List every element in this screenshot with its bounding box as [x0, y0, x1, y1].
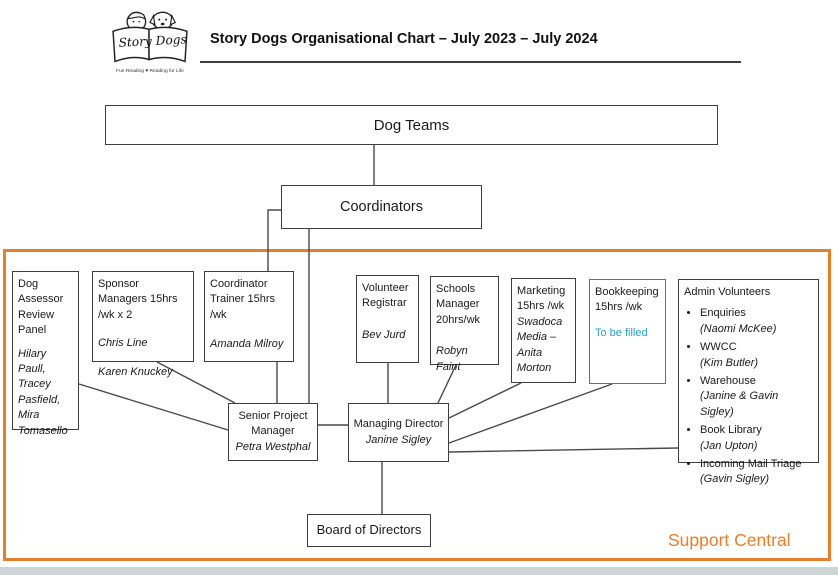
marketing-name: Swadoca Media – Anita Morton — [517, 315, 563, 374]
box-dog-teams: Dog Teams — [105, 105, 718, 145]
box-dog-assessor-review-panel: Dog Assessor Review Panel Hilary Paull, … — [12, 271, 79, 437]
box-coordinators: Coordinators — [281, 185, 482, 229]
box-senior-project-manager: Senior Project Manager Petra Westphal — [228, 403, 318, 461]
logo-title-text: Story Dogs — [118, 32, 187, 50]
volunteer-registrar-name: Bev Jurd — [362, 328, 406, 341]
coordinator-trainer-title: Coordinator Trainer 15hrs /wk — [210, 278, 276, 321]
admin-item-name: (Gavin Sigley) — [700, 473, 770, 486]
admin-volunteers-title: Admin Volunteers — [684, 286, 771, 298]
list-item: Enquiries (Naomi McKee) — [700, 306, 813, 337]
list-item: Incoming Mail Triage (Gavin Sigley) — [700, 457, 813, 488]
page-title: Story Dogs Organisational Chart – July 2… — [210, 31, 598, 47]
admin-item-label: Book Library — [700, 424, 762, 437]
admin-item-label: Incoming Mail Triage — [700, 457, 802, 470]
list-item: Warehouse (Janine & Gavin Sigley) — [700, 374, 813, 420]
logo-dog-face — [149, 11, 177, 30]
marketing-title: Marketing 15hrs /wk — [517, 285, 566, 313]
admin-item-label: Enquiries — [700, 307, 746, 320]
list-item: WWCC (Kim Butler) — [700, 340, 813, 371]
md-title: Managing Director — [353, 418, 444, 431]
box-volunteer-registrar: Volunteer Registrar Bev Jurd — [356, 275, 419, 363]
list-item: Book Library (Jan Upton) — [700, 423, 813, 454]
spm-title: Senior Project Manager — [238, 409, 308, 438]
story-dogs-logo: Story Dogs Fun Reading ♥ Reading for Lif… — [112, 11, 188, 74]
schools-manager-name: Robyn Faint — [436, 345, 468, 373]
bookkeeping-title: Bookkeeping 15hrs /wk — [595, 286, 659, 314]
bookkeeping-status: To be filled — [595, 326, 648, 339]
box-managing-director: Managing Director Janine Sigley — [348, 403, 449, 462]
admin-item-name: (Jan Upton) — [700, 439, 758, 452]
box-marketing: Marketing 15hrs /wk Swadoca Media – Anit… — [511, 278, 576, 383]
page-edge-strip — [0, 567, 838, 575]
dog-assessor-names: Hilary Paull, Tracey Pasfield, Mira Toma… — [18, 347, 68, 437]
admin-item-name: (Naomi McKee) — [700, 322, 777, 335]
dog-teams-label: Dog Teams — [373, 116, 450, 134]
admin-item-name: (Janine & Gavin Sigley) — [700, 390, 779, 418]
admin-item-name: (Kim Butler) — [700, 356, 759, 369]
logo-open-book: Story Dogs — [112, 26, 188, 63]
coordinator-trainer-name: Amanda Milroy — [210, 338, 284, 351]
dog-assessor-title: Dog Assessor Review Panel — [18, 278, 64, 337]
support-central-region — [3, 249, 831, 561]
admin-item-label: WWCC — [700, 341, 737, 354]
spm-name: Petra Westphal — [235, 440, 311, 453]
logo-boy-face — [126, 11, 147, 32]
board-label: Board of Directors — [316, 522, 422, 538]
box-admin-volunteers: Admin Volunteers Enquiries (Naomi McKee)… — [678, 279, 819, 485]
volunteer-registrar-title: Volunteer Registrar — [362, 282, 409, 310]
box-bookkeeping: Bookkeeping 15hrs /wk To be filled — [589, 279, 666, 384]
support-central-label: Support Central — [668, 530, 791, 550]
title-underline — [200, 61, 741, 63]
sponsor-managers-name-2: Karen Knuckey — [98, 365, 173, 378]
box-board-of-directors: Board of Directors — [307, 514, 431, 547]
box-sponsor-managers: Sponsor Managers 15hrs /wk x 2 Chris Lin… — [92, 271, 194, 378]
schools-manager-title: Schools Manager 20hrs/wk — [436, 283, 481, 326]
logo-tagline-text: Fun Reading ♥ Reading for Life — [116, 68, 184, 74]
box-coordinator-trainer: Coordinator Trainer 15hrs /wk Amanda Mil… — [204, 271, 294, 362]
admin-volunteers-list: Enquiries (Naomi McKee) WWCC (Kim Butler… — [684, 306, 813, 487]
box-schools-manager: Schools Manager 20hrs/wk Robyn Faint — [430, 276, 499, 373]
admin-item-label: Warehouse — [700, 374, 756, 387]
md-name: Janine Sigley — [365, 433, 432, 446]
sponsor-managers-title: Sponsor Managers 15hrs /wk x 2 — [98, 278, 178, 321]
sponsor-managers-name-1: Chris Line — [98, 337, 148, 350]
coordinators-label: Coordinators — [339, 198, 423, 215]
